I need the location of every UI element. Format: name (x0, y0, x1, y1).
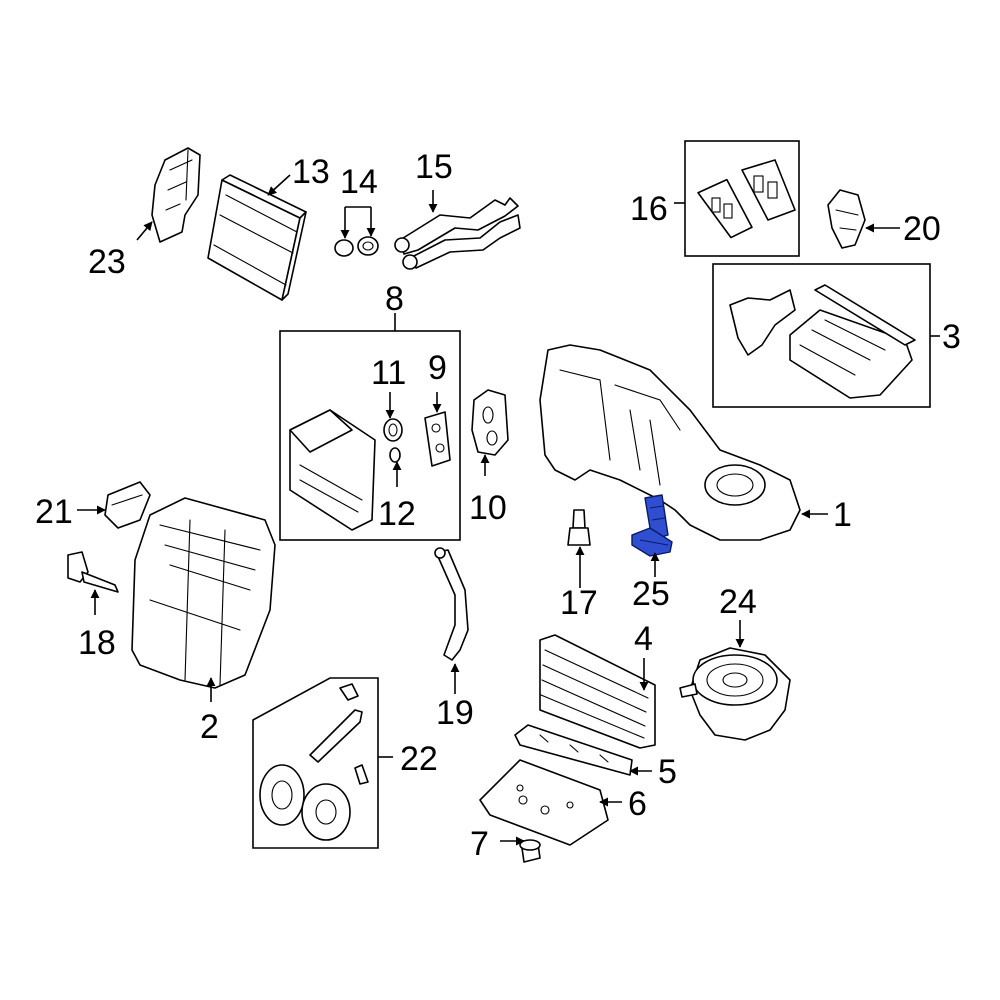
callout-labels: 1 2 3 4 5 6 7 8 9 10 11 12 13 14 15 16 1… (35, 148, 961, 863)
callout-22: 22 (400, 740, 438, 778)
leader-lines (77, 174, 940, 846)
part-1-hvac-case[interactable] (539, 344, 801, 541)
callout-25: 25 (632, 575, 670, 613)
callout-6: 6 (628, 785, 647, 823)
part-15-pipes[interactable] (394, 197, 521, 270)
part-2-hvac-case[interactable] (131, 497, 276, 689)
part-3-housing-pieces[interactable] (729, 284, 916, 399)
callout-24: 24 (719, 583, 757, 621)
part-22-door-kit[interactable] (259, 683, 369, 841)
callout-12: 12 (378, 495, 416, 533)
callout-10: 10 (469, 489, 507, 527)
part-14-clamps[interactable] (334, 236, 379, 257)
part-13-evaporator[interactable] (207, 174, 307, 301)
callout-18: 18 (78, 624, 116, 662)
callout-17: 17 (560, 584, 598, 622)
part-25-blower-resistor[interactable] (631, 494, 673, 557)
part-9-expansion-valve[interactable] (424, 411, 451, 467)
part-20-sensor[interactable] (827, 189, 866, 249)
group-box-22 (252, 677, 379, 849)
callout-13: 13 (292, 153, 330, 191)
callout-5: 5 (658, 753, 677, 791)
part-17-bolt[interactable] (567, 509, 591, 546)
part-23-bracket[interactable] (151, 147, 201, 243)
part-16-seals[interactable] (697, 159, 796, 240)
callout-4: 4 (634, 620, 653, 658)
callout-3: 3 (942, 318, 961, 356)
group-box-16 (684, 140, 800, 257)
part-18-sensor[interactable] (67, 551, 119, 593)
callout-1: 1 (833, 496, 852, 534)
callout-21: 21 (35, 493, 73, 531)
callout-16: 16 (630, 190, 668, 228)
callout-8: 8 (385, 280, 404, 318)
part-8-evaporator-kit[interactable] (289, 409, 376, 531)
callout-2: 2 (200, 708, 219, 746)
callout-7: 7 (470, 825, 489, 863)
part-12-o-ring[interactable] (389, 447, 401, 463)
part-11-o-ring[interactable] (383, 418, 403, 442)
part-4-cabin-filter[interactable] (539, 634, 656, 749)
callout-23: 23 (88, 243, 126, 281)
group-box-8 (279, 330, 461, 541)
callout-14: 14 (340, 163, 378, 201)
callout-15: 15 (415, 148, 453, 186)
part-10-seal[interactable] (471, 389, 509, 456)
part-21-actuator[interactable] (104, 481, 151, 529)
callout-11: 11 (371, 354, 406, 392)
callout-20: 20 (903, 210, 941, 248)
callout-19: 19 (436, 694, 474, 732)
part-24-blower-motor[interactable] (679, 647, 791, 741)
part-6-filter-cover[interactable] (479, 759, 609, 846)
part-7-grommet[interactable] (519, 839, 541, 863)
callout-9: 9 (428, 349, 447, 387)
part-19-hose[interactable] (434, 547, 469, 661)
